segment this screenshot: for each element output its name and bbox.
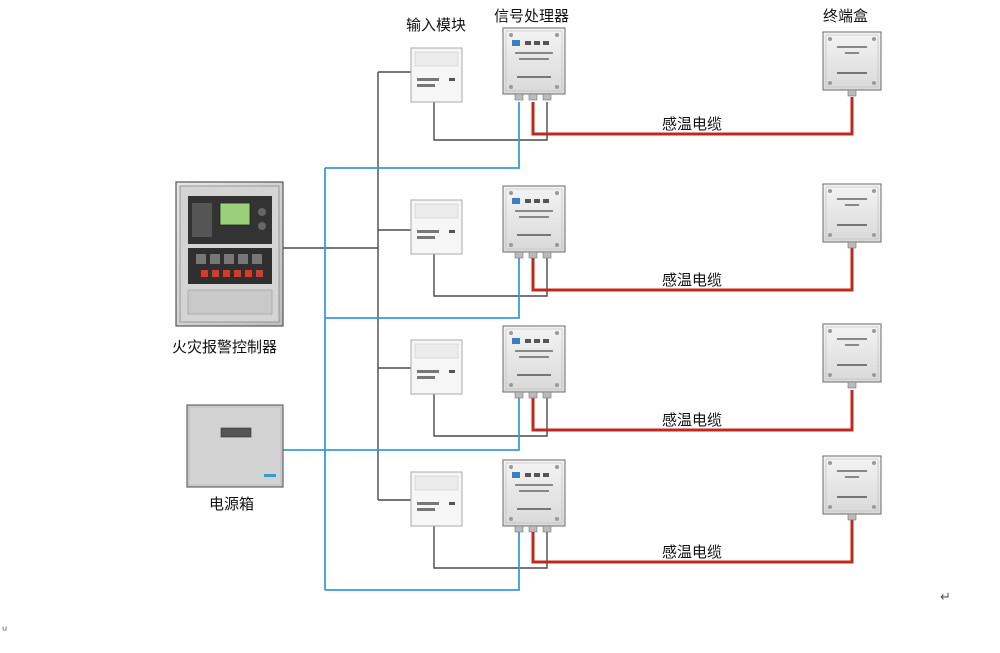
input-module-4 bbox=[410, 471, 463, 527]
sensing-cable-2 bbox=[531, 248, 854, 292]
sensing-cable-4 bbox=[531, 520, 854, 564]
terminal-box-1 bbox=[822, 31, 882, 97]
paragraph-mark: ↵ bbox=[940, 590, 951, 605]
module-processor-link-1 bbox=[433, 102, 548, 141]
controller-key-panel bbox=[188, 248, 272, 284]
sensing-cable-3 bbox=[531, 390, 854, 432]
sensing-cable-1 bbox=[531, 97, 854, 136]
power-box-display bbox=[220, 427, 252, 438]
module-processor-link-4 bbox=[433, 522, 548, 569]
signal-processor-1 bbox=[502, 27, 566, 101]
fire-alarm-controller bbox=[175, 181, 284, 327]
sensing-cables bbox=[531, 97, 854, 564]
corner-mark: ᵘ bbox=[2, 624, 8, 639]
module-processor-link-3 bbox=[433, 390, 548, 437]
terminal-box-label: 终端盒 bbox=[823, 7, 869, 25]
terminal-box-2 bbox=[822, 183, 882, 249]
sensing-cable-label-3: 感温电缆 bbox=[662, 411, 723, 429]
terminal-box-4 bbox=[822, 455, 882, 521]
controller-lcd bbox=[219, 202, 251, 226]
sensing-cable-label-1: 感温电缆 bbox=[662, 115, 723, 133]
sensing-cable-label-2: 感温电缆 bbox=[662, 271, 723, 289]
terminal-box-3 bbox=[822, 323, 882, 389]
power-feed-4 bbox=[325, 530, 520, 591]
power-feed-2 bbox=[325, 258, 520, 319]
sensing-cable-label-4: 感温电缆 bbox=[662, 543, 723, 561]
power-wiring bbox=[283, 102, 520, 591]
input-module-2 bbox=[410, 199, 463, 255]
power-feed-3 bbox=[283, 397, 520, 451]
power-box-label: 电源箱 bbox=[209, 495, 255, 513]
bus-wiring bbox=[283, 71, 548, 569]
power-feed-1 bbox=[325, 102, 520, 169]
signal-processor-4 bbox=[502, 459, 566, 533]
signal-processor-label: 信号处理器 bbox=[494, 7, 570, 25]
signal-processor-3 bbox=[502, 325, 566, 399]
module-processor-link-2 bbox=[433, 252, 548, 297]
input-modules bbox=[410, 47, 463, 527]
signal-processors bbox=[502, 27, 566, 533]
terminal-boxes bbox=[822, 31, 882, 521]
input-module-label: 输入模块 bbox=[406, 16, 467, 34]
input-module-3 bbox=[410, 339, 463, 395]
controller-buttons bbox=[196, 254, 263, 277]
input-module-1 bbox=[410, 47, 463, 103]
signal-processor-2 bbox=[502, 185, 566, 259]
power-box bbox=[186, 404, 284, 488]
fire-alarm-controller-label: 火灾报警控制器 bbox=[172, 338, 278, 356]
